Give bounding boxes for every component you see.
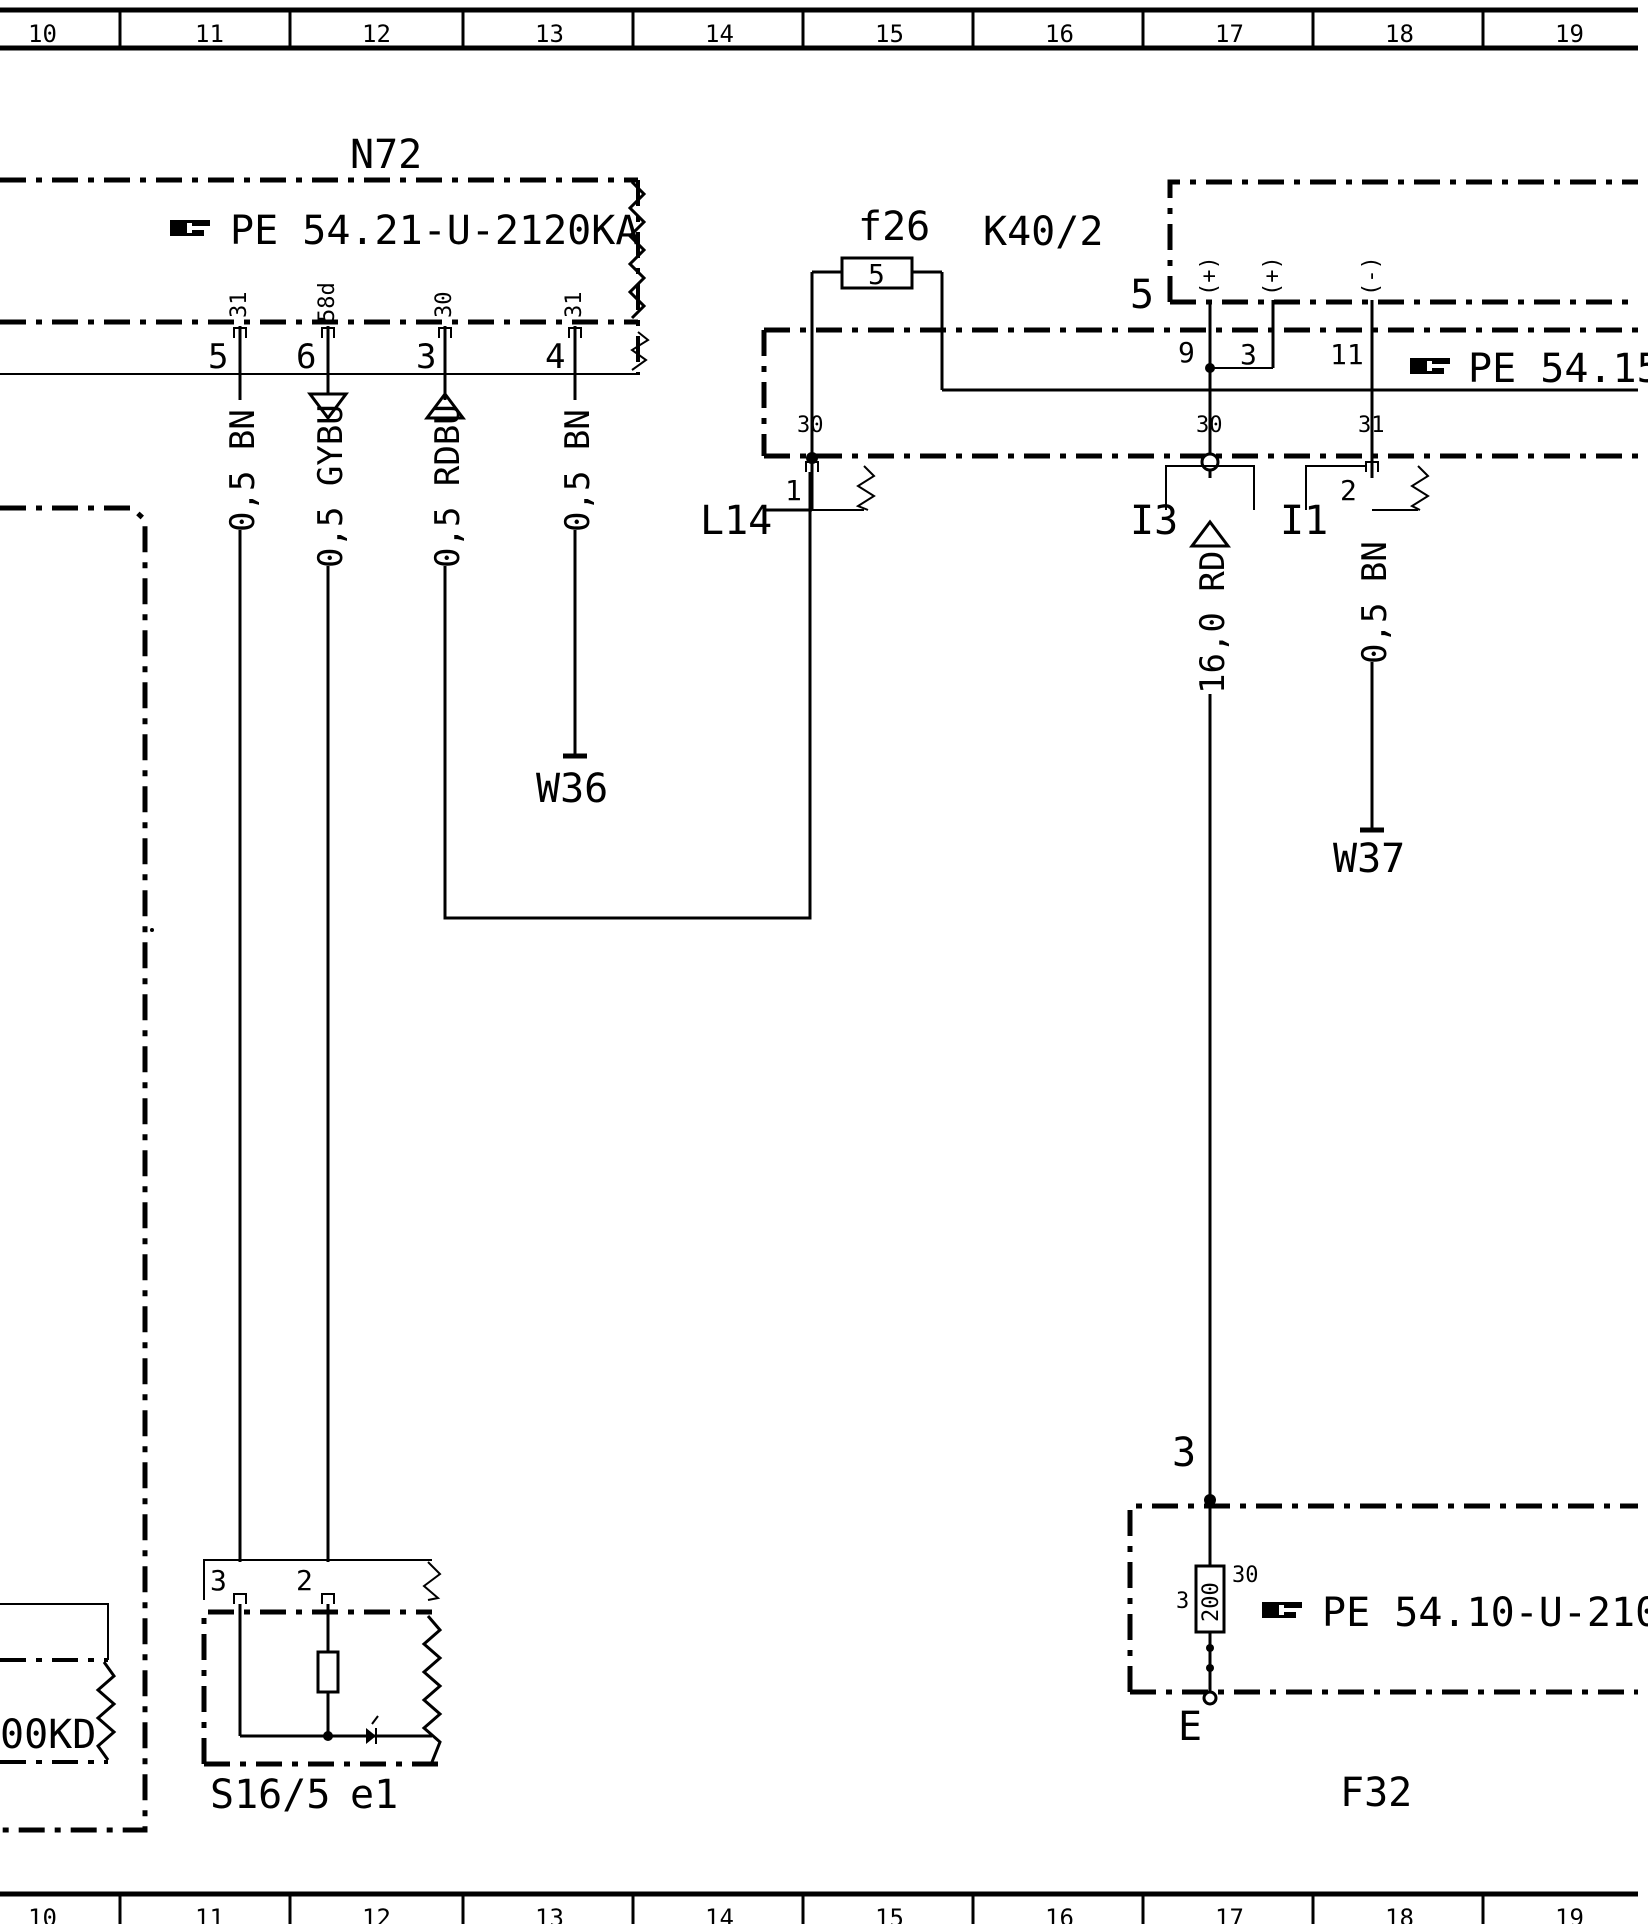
k40-connector-5: 5 <box>1130 272 1154 318</box>
k40-pin: 3 <box>1240 338 1257 371</box>
reference-hand-icon <box>1410 358 1450 374</box>
grid-top-label: 13 <box>535 20 564 48</box>
reference-hand-icon <box>1262 1602 1302 1618</box>
s16-switch <box>201 1559 443 1767</box>
k40-polarity: (+) <box>1260 256 1285 296</box>
n72-term-label: 31 <box>227 292 252 319</box>
wire-label: 0,5 GYBU <box>311 404 351 568</box>
grid-bottom-label: 14 <box>705 1904 734 1924</box>
grid-top <box>0 7 1638 51</box>
e1-label: e1 <box>350 1772 398 1818</box>
k40-term: 30 <box>797 413 824 438</box>
l14-label: L14 <box>700 498 772 544</box>
f26-fuse <box>810 256 944 326</box>
n72-term-label: 31 <box>562 292 587 319</box>
n72-module <box>0 177 650 375</box>
k40-module <box>761 179 1638 548</box>
w36-label: W36 <box>536 766 608 812</box>
n72-pin-number: 4 <box>545 337 565 377</box>
k40-pin: 9 <box>1178 336 1195 369</box>
w37-label: W37 <box>1333 836 1405 882</box>
i1-label: I1 <box>1280 498 1328 544</box>
n72-term-label: 30 <box>432 292 457 319</box>
grid-bottom-label: 11 <box>195 1904 224 1924</box>
f32-term-left: 3 <box>1176 1589 1189 1614</box>
grid-bottom-label: 13 <box>535 1904 564 1924</box>
left-module <box>0 505 154 1833</box>
right-wires <box>1208 662 1384 1500</box>
i1-pin: 2 <box>1340 474 1357 507</box>
grid-bottom-label: 10 <box>28 1904 57 1924</box>
i3-label: I3 <box>1130 498 1178 544</box>
f32-label: F32 <box>1340 1770 1412 1816</box>
n72-wires <box>238 472 812 1562</box>
grid-top-label: 14 <box>705 20 734 48</box>
n72-pin-number: 3 <box>416 337 436 377</box>
n72-term-label: 58d <box>315 282 340 322</box>
k40-polarity: (+) <box>1197 256 1222 296</box>
grid-top-label: 19 <box>1555 20 1584 48</box>
grid-bottom-label: 16 <box>1045 1904 1074 1924</box>
k40-pin: 11 <box>1330 338 1364 371</box>
s16-label: S16/5 <box>210 1772 330 1818</box>
k40-term: 30 <box>1196 413 1223 438</box>
wire-label: 0,5 RDBU <box>428 404 468 568</box>
e-label: E <box>1178 1704 1202 1750</box>
wire-label: 0,5 BN <box>223 409 263 532</box>
n72-pins <box>233 326 582 421</box>
n72-label: N72 <box>350 132 422 178</box>
left-module-reference: 00KD <box>0 1712 96 1758</box>
f26-label: f26 <box>858 204 930 250</box>
wire-label: 0,5 BN <box>558 409 598 532</box>
grid-top-label: 15 <box>875 20 904 48</box>
f32-pin-in: 3 <box>1172 1430 1196 1476</box>
grid-bottom-label: 18 <box>1385 1904 1414 1924</box>
n72-pin-number: 5 <box>208 337 228 377</box>
wire-label: 16,0 RD <box>1193 551 1233 694</box>
grid-bottom-label: 15 <box>875 1904 904 1924</box>
s16-pin: 3 <box>210 1564 227 1597</box>
grid-bottom-label: 17 <box>1215 1904 1244 1924</box>
k40-polarity: (-) <box>1359 256 1384 296</box>
k40-reference: PE 54.15 <box>1468 346 1648 392</box>
f32-fuse-value: 200 <box>1199 1582 1224 1622</box>
grid-bottom <box>0 1891 1638 1924</box>
n72-pin-number: 6 <box>296 337 316 377</box>
reference-hand-icon <box>170 220 210 236</box>
k40-label: K40/2 <box>983 209 1103 255</box>
f32-reference: PE 54.10-U-2101 <box>1322 1590 1648 1636</box>
grid-top-label: 18 <box>1385 20 1414 48</box>
grid-bottom-label: 12 <box>362 1904 391 1924</box>
k40-term: 31 <box>1358 413 1385 438</box>
wire-label: 0,5 BN <box>1355 541 1395 664</box>
grid-top-label: 10 <box>28 20 57 48</box>
l14-pin: 1 <box>785 474 802 507</box>
s16-pin: 2 <box>296 1564 313 1597</box>
grid-top-label: 12 <box>362 20 391 48</box>
f32-module <box>1127 1494 1638 1706</box>
grid-top-label: 17 <box>1215 20 1244 48</box>
grid-top-label: 16 <box>1045 20 1074 48</box>
f32-term-right: 30 <box>1232 1563 1259 1588</box>
f26-value: 5 <box>868 258 885 291</box>
n72-reference: PE 54.21-U-2120KA <box>230 208 639 254</box>
grid-top-label: 11 <box>195 20 224 48</box>
grid-bottom-label: 19 <box>1555 1904 1584 1924</box>
